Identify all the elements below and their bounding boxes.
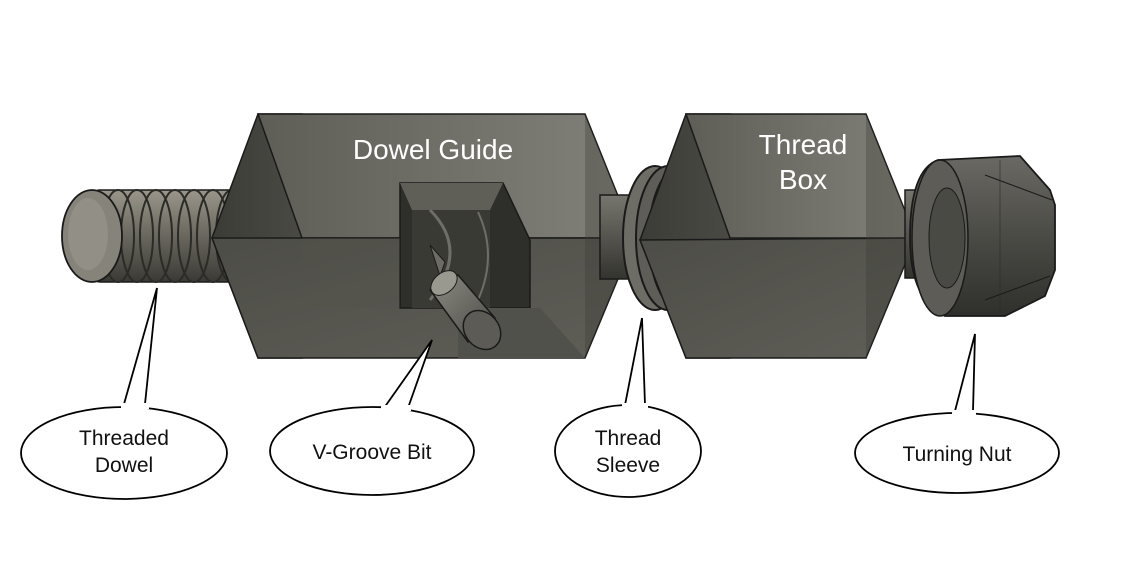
turning-nut [909,155,1056,317]
callout-thread-sleeve: Thread Sleeve [554,317,702,498]
callout-threaded-dowel-line1: Threaded [79,427,169,450]
callout-thread-sleeve-line1: Thread [595,427,662,450]
dowel-guide-block [210,113,637,359]
thread-box-block [638,113,918,359]
callout-threaded-dowel-line2: Dowel [95,454,153,477]
callout-v-groove-bit-text: V-Groove Bit [312,441,431,464]
dowel-guide-label: Dowel Guide [353,134,513,165]
callout-thread-sleeve-line2: Sleeve [596,454,660,477]
thread-box-label-line1: Thread [759,129,848,160]
callout-turning-nut: Turning Nut [854,333,1060,494]
callout-turning-nut-text: Turning Nut [903,443,1012,466]
callout-v-groove-bit: V-Groove Bit [269,339,475,496]
thread-box-label-line2: Box [779,164,827,195]
v-groove-bit [428,244,502,351]
callout-threaded-dowel: Threaded Dowel [20,287,228,500]
